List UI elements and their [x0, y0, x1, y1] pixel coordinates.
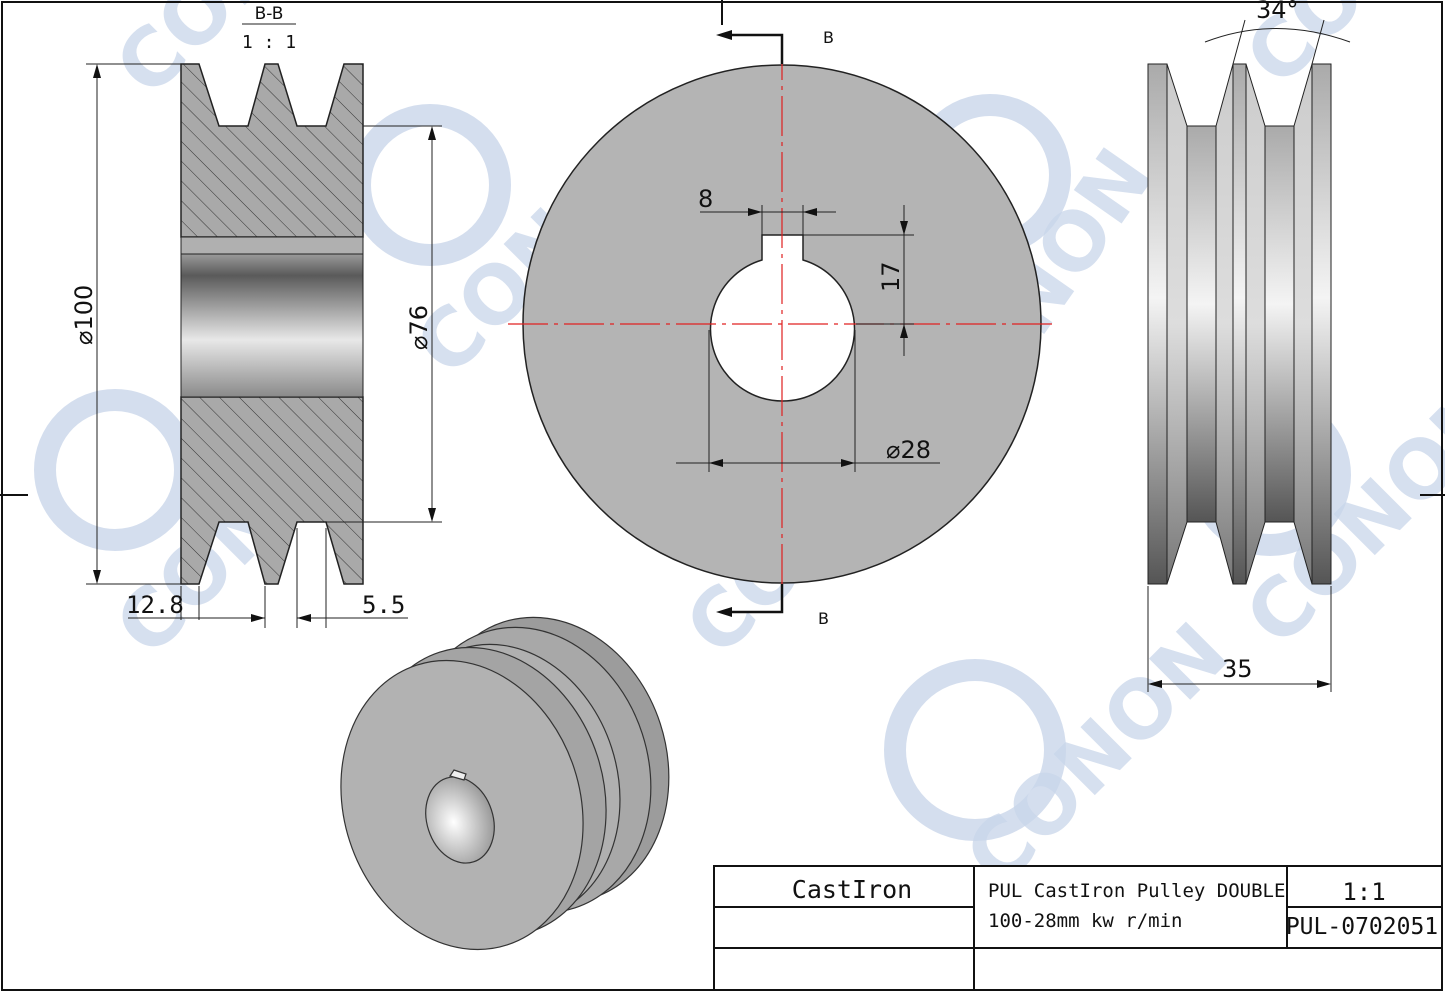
section-mark-top: B [823, 28, 834, 47]
side-view: 34° 35 [1147, 0, 1351, 692]
dim-keyway-height: 17 [877, 261, 905, 292]
dim-5-5: 5.5 [362, 591, 405, 619]
drawing-scale: 1:1 [1342, 878, 1385, 906]
dim-outer-diameter: ⌀100 [70, 285, 98, 345]
dim-groove-angle: 34° [1256, 0, 1299, 24]
dim-keyway-width: 8 [698, 185, 713, 213]
dim-bore-diameter: ⌀28 [886, 436, 931, 464]
dim-width: 35 [1222, 655, 1253, 683]
description-line2: 100-28mm kw r/min [988, 910, 1182, 932]
part-number: PUL-0702051 [1286, 914, 1438, 940]
section-scale: 1 : 1 [242, 32, 296, 53]
dim-groove-diameter: ⌀76 [405, 305, 433, 350]
svg-text:CONON: CONON [948, 605, 1246, 903]
section-mark-bottom: B [818, 609, 829, 628]
material: CastIron [792, 875, 912, 904]
dim-12-8: 12.8 [126, 591, 184, 619]
description-line1: PUL CastIron Pulley DOUBLE [988, 880, 1285, 902]
title-block: CastIron PUL CastIron Pulley DOUBLE 100-… [713, 865, 1443, 991]
section-view: B-B 1 : 1 ⌀100 ⌀76 12.8 5.5 [70, 4, 442, 628]
front-view: B B 8 17 ⌀28 [508, 28, 1056, 628]
section-title: B-B [255, 4, 284, 24]
isometric-view [340, 616, 670, 951]
